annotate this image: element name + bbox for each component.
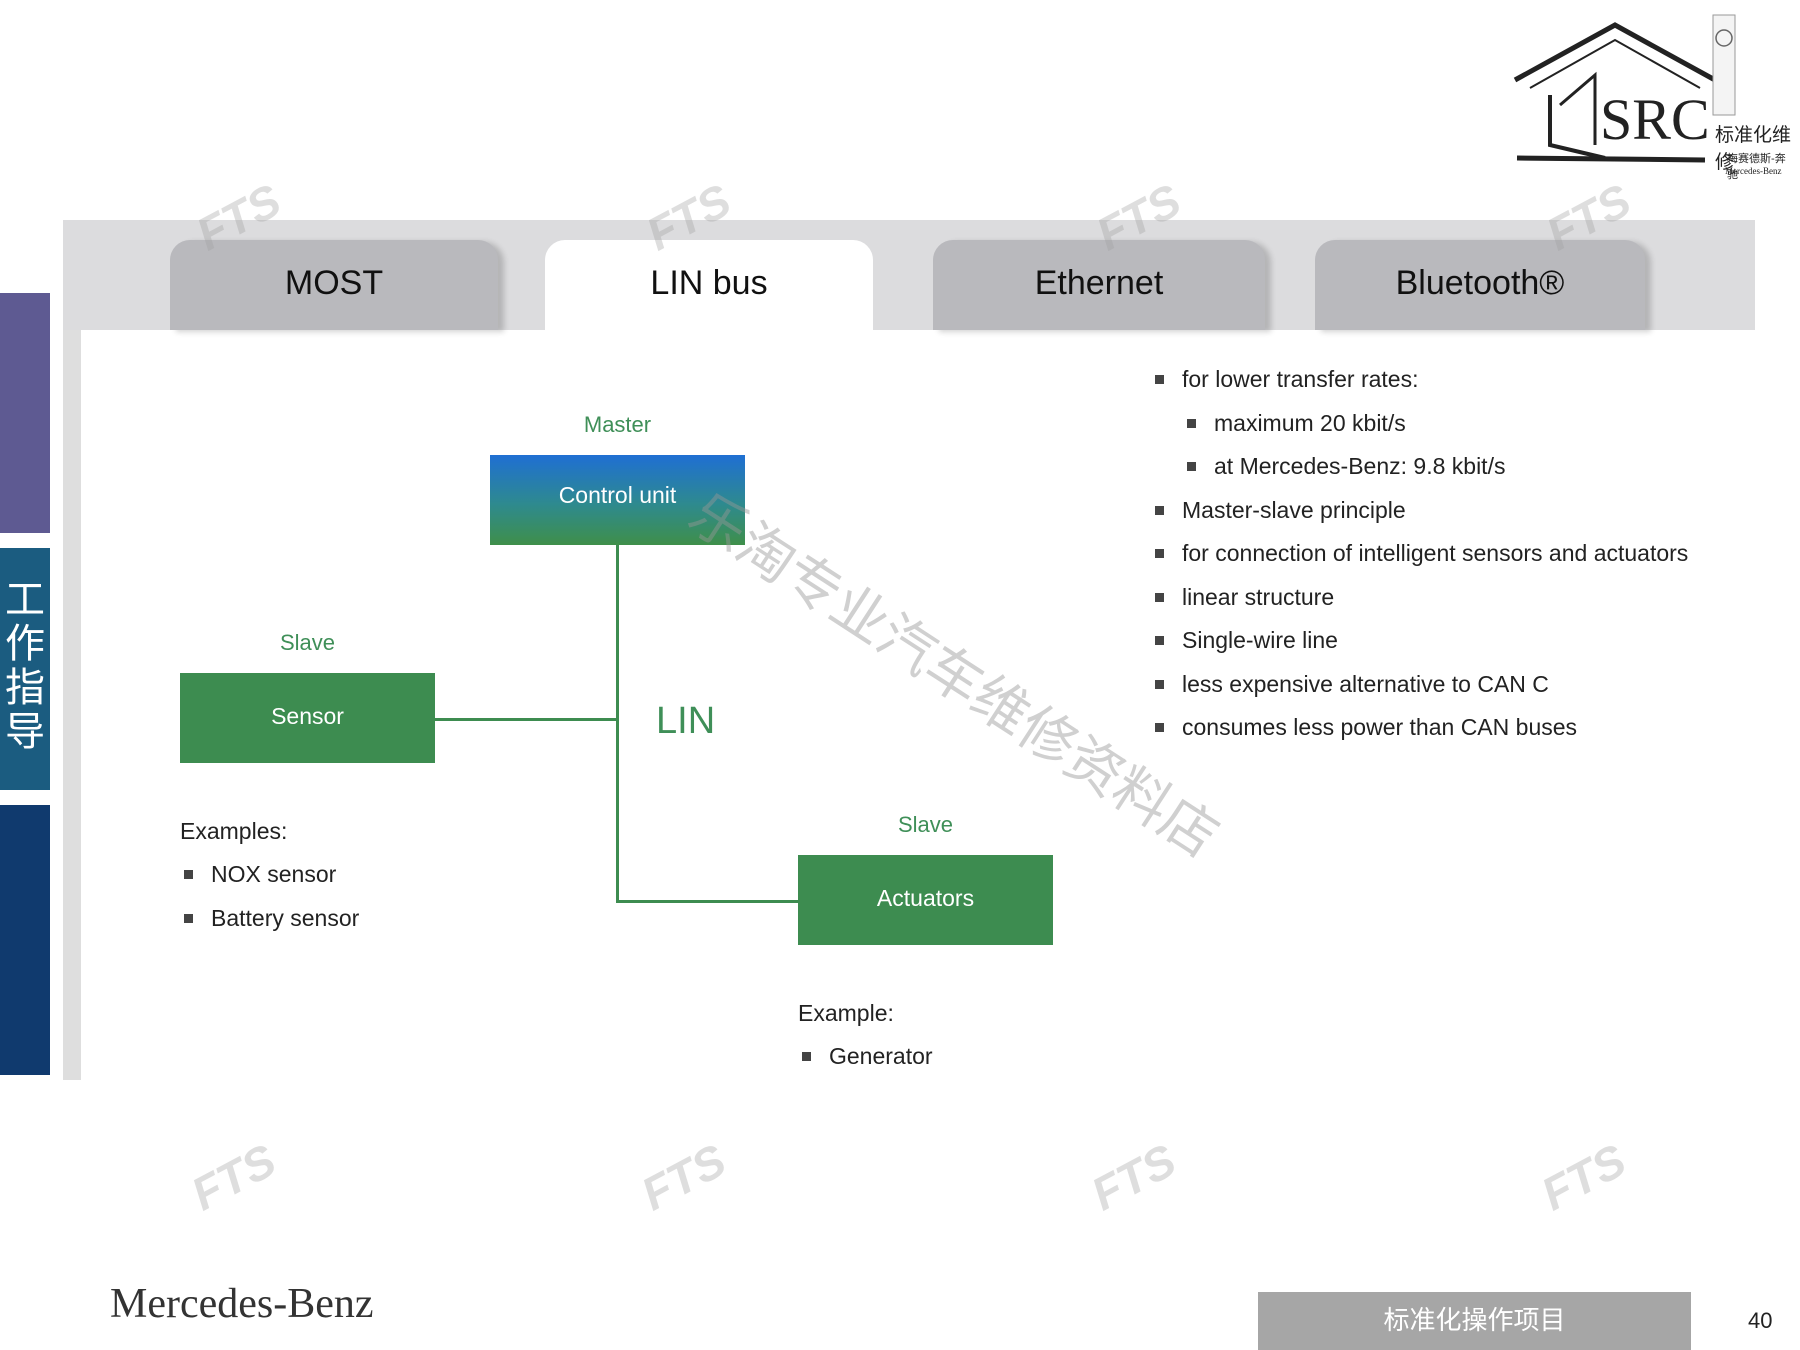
bullet-icon [1155, 549, 1164, 559]
example-item: Generator [802, 1043, 933, 1070]
page-number: 40 [1748, 1308, 1773, 1333]
actuators-box: Actuators [798, 855, 1053, 945]
sensor-box: Sensor [180, 673, 435, 763]
bullet-icon [1155, 680, 1164, 690]
lin-label: LIN [656, 700, 716, 742]
feature-item: linear structure [1155, 584, 1334, 611]
actuator-connector [616, 900, 801, 903]
bullet-icon [1187, 462, 1196, 472]
section-label: 标准化操作项目 [1258, 1292, 1691, 1350]
lin-bus-line [616, 545, 619, 903]
control-unit-box: Control unit [490, 455, 745, 545]
feature-item: Single-wire line [1155, 627, 1338, 654]
sidebar-label: 工作指导 [5, 577, 45, 755]
feature-item: for lower transfer rates: [1155, 366, 1418, 393]
src-logo: SRC 标准化维修 梅赛德斯-奔驰 Mercedes-Benz [1505, 10, 1795, 181]
bullet-icon [184, 870, 193, 880]
brand-wordmark: Mercedes-Benz [110, 1281, 374, 1327]
feature-item: Master-slave principle [1155, 497, 1406, 524]
sidebar-strip-label: 工作指导 [0, 548, 50, 790]
example-item: Battery sensor [184, 905, 359, 932]
logo-sub-cn: 梅赛德斯-奔驰 [1727, 152, 1786, 181]
sidebar-strip-bottom [0, 805, 50, 1075]
tab-bluetooth[interactable]: Bluetooth® [1315, 240, 1645, 330]
actuator-example-title: Example: [798, 1000, 894, 1026]
feature-subitem: maximum 20 kbit/s [1187, 410, 1406, 437]
bullet-icon [1155, 506, 1164, 516]
feature-item: for connection of intelligent sensors an… [1155, 540, 1688, 567]
master-role: Master [583, 412, 652, 437]
bullet-icon [802, 1052, 811, 1062]
feature-subitem: at Mercedes-Benz: 9.8 kbit/s [1187, 453, 1505, 480]
panel-shade [63, 330, 81, 1080]
watermark-fts: FTS [1532, 1133, 1635, 1221]
sensor-connector [435, 718, 619, 721]
logo-cn: 标准化维修 [1715, 124, 1792, 173]
logo-sub-en: Mercedes-Benz [1725, 166, 1782, 176]
tab-lin-bus[interactable]: LIN bus [545, 240, 873, 330]
watermark-fts: FTS [1082, 1133, 1185, 1221]
bullet-icon [1155, 375, 1164, 385]
example-item: NOX sensor [184, 861, 336, 888]
bullet-icon [1155, 593, 1164, 603]
bullet-icon [1187, 419, 1196, 429]
sensor-role: Slave [279, 630, 336, 655]
bullet-icon [184, 914, 193, 924]
feature-item: less expensive alternative to CAN C [1155, 671, 1549, 698]
logo-mark: SRC [1600, 87, 1710, 152]
bullet-icon [1155, 723, 1164, 733]
watermark-fts: FTS [632, 1133, 735, 1221]
bullet-icon [1155, 636, 1164, 646]
tab-most[interactable]: MOST [170, 240, 498, 330]
sensor-examples-title: Examples: [180, 818, 288, 844]
actuators-role: Slave [897, 812, 954, 837]
tab-ethernet[interactable]: Ethernet [933, 240, 1265, 330]
sidebar-strip-top [0, 293, 50, 533]
watermark-fts: FTS [182, 1133, 285, 1221]
feature-item: consumes less power than CAN buses [1155, 714, 1577, 741]
